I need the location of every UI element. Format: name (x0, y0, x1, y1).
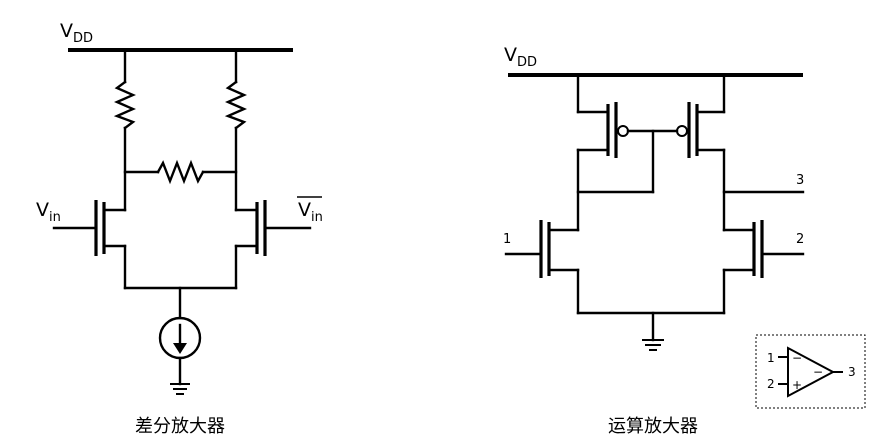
opamp-pin-3: 3 (848, 365, 856, 379)
node-1-label: 1 (503, 232, 511, 247)
right-load-resistor (224, 48, 247, 212)
opamp-pin-2: 2 (767, 377, 775, 391)
input-1-nmos-transistor (504, 220, 580, 315)
opamp-plus-sign: + (792, 378, 802, 392)
left-load-resistor (113, 48, 136, 212)
bridge-resistor (123, 159, 238, 185)
left-caption: 差分放大器 (135, 416, 225, 437)
right-pmos-transistor (676, 73, 726, 232)
right-caption: 运算放大器 (608, 416, 698, 437)
vin-bar-label: Vin (298, 199, 323, 225)
right-nmos-transistor (234, 200, 312, 290)
node-3-label: 3 (796, 173, 804, 188)
left-ground-icon (170, 383, 190, 395)
differential-amplifier: VDD (36, 20, 323, 437)
opamp-pin-1: 1 (767, 351, 775, 365)
right-ground-icon (642, 339, 664, 351)
opamp-symbol-inset: − + − 1 2 3 (755, 334, 866, 409)
node-2-label: 2 (796, 232, 804, 247)
left-nmos-transistor (52, 200, 127, 290)
opamp-output-minus: − (813, 365, 823, 379)
opamp-minus-sign: − (792, 351, 802, 365)
opamp-triangle-icon (787, 346, 836, 398)
vin-label: Vin (36, 199, 61, 225)
left-vdd-label: VDD (60, 20, 93, 46)
right-vdd-label: VDD (504, 44, 537, 70)
input-2-nmos-transistor (722, 220, 805, 315)
operational-amplifier: VDD 3 (503, 44, 804, 437)
left-pmos-transistor (576, 73, 629, 232)
tail-current-source (158, 316, 202, 360)
